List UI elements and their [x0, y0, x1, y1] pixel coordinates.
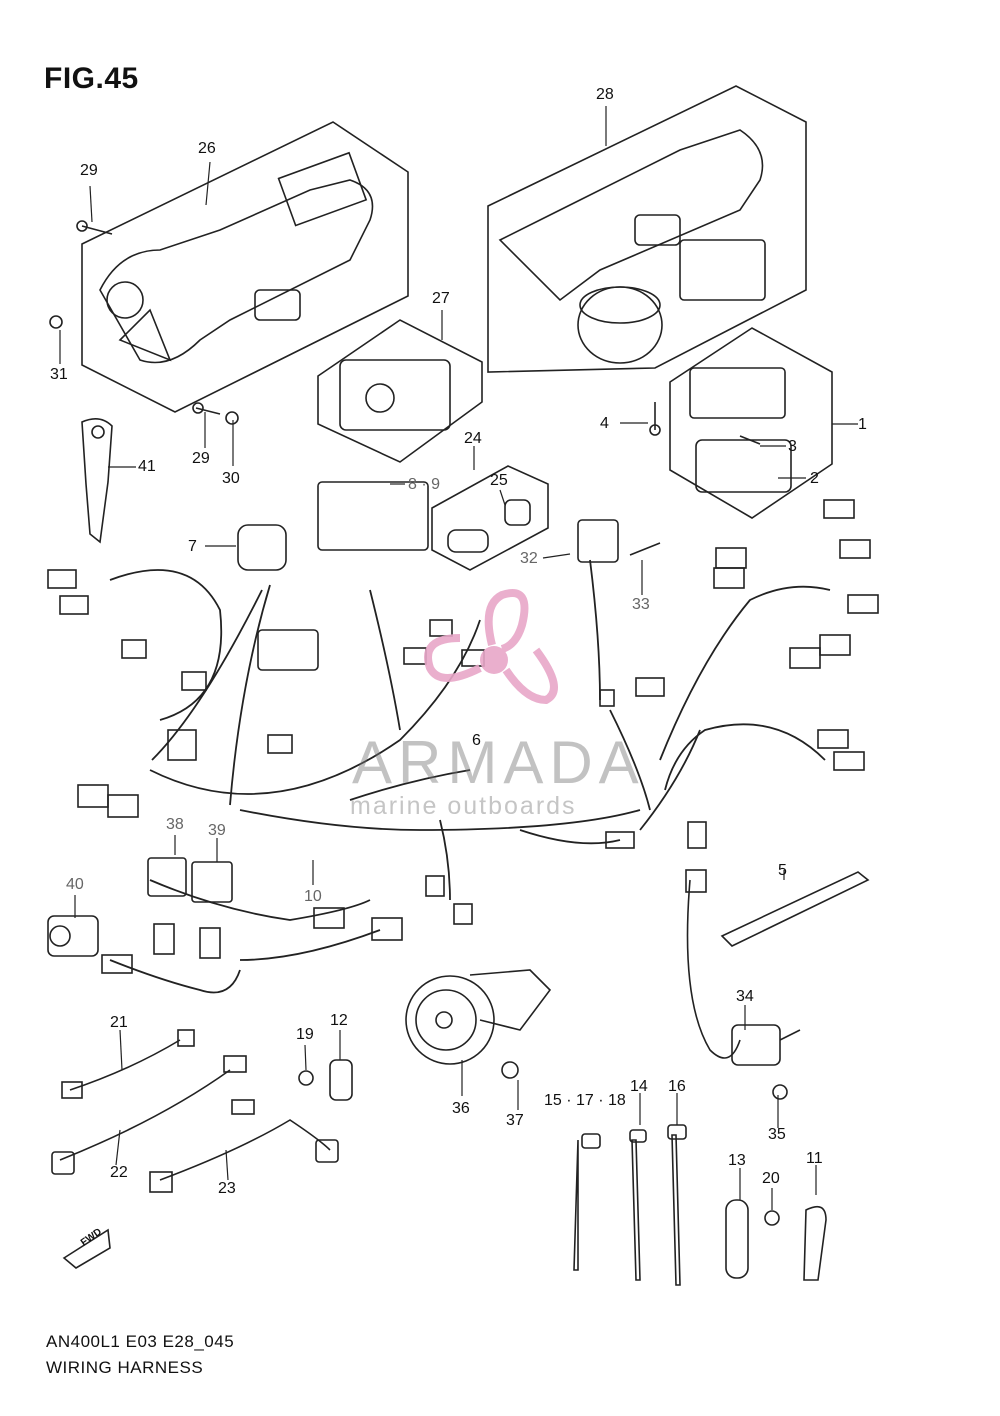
callout-31: 31 — [50, 366, 68, 383]
watermark-logo — [424, 589, 558, 705]
callout-30: 30 — [222, 470, 240, 487]
leader-lines — [59, 106, 858, 1210]
callout-28: 28 — [596, 86, 614, 103]
part-28-box — [487, 85, 807, 373]
callout-12: 12 — [330, 1012, 348, 1029]
callout-7: 7 — [188, 538, 197, 555]
callout-22: 22 — [110, 1164, 128, 1181]
callout-3: 3 — [788, 438, 797, 455]
part-24-box — [431, 465, 549, 571]
callout-19: 19 — [296, 1026, 314, 1043]
relays-and-sensor — [47, 857, 233, 957]
footer-caption: WIRING HARNESS — [46, 1358, 204, 1377]
connectors — [47, 481, 879, 974]
main-harness — [109, 559, 831, 994]
callout-16: 16 — [668, 1078, 686, 1095]
callout-40: 40 — [66, 876, 84, 893]
callout-21: 21 — [110, 1014, 128, 1031]
callout-25: 25 — [490, 472, 508, 489]
part-26-box — [81, 121, 409, 413]
horn-36 — [405, 969, 552, 1065]
switch-parts — [686, 879, 801, 1066]
pad-5 — [720, 871, 870, 947]
callout-41: 41 — [138, 458, 156, 475]
callout-23: 23 — [218, 1180, 236, 1197]
callout-13: 13 — [728, 1152, 746, 1169]
callout-6: 6 — [472, 732, 481, 749]
callout-29b: 29 — [192, 450, 210, 467]
callout-32: 32 — [520, 550, 538, 567]
callout-38: 38 — [166, 816, 184, 833]
callout-34: 34 — [736, 988, 754, 1005]
callout-10: 10 — [304, 888, 322, 905]
callout-5: 5 — [778, 862, 787, 879]
part-1-box — [669, 327, 833, 519]
ties-and-clamps — [573, 1124, 827, 1286]
callout-11: 11 — [806, 1150, 823, 1167]
watermark-brand: ARMADA — [352, 729, 645, 796]
fasteners — [49, 220, 788, 1226]
callout-2: 2 — [810, 470, 819, 487]
callout-35: 35 — [768, 1126, 786, 1143]
footer-code: AN400L1 E03 E28_045 — [46, 1332, 235, 1351]
callout-14: 14 — [630, 1078, 648, 1095]
sub-harnesses — [51, 1029, 339, 1193]
callout-27: 27 — [432, 290, 450, 307]
watermark-tagline: marine outboards — [350, 792, 577, 820]
callout-15-17-18: 15 · 17 · 18 — [544, 1092, 626, 1109]
fwd-arrow — [62, 1228, 111, 1269]
callout-24: 24 — [464, 430, 482, 447]
callout-36: 36 — [452, 1100, 470, 1117]
callout-20: 20 — [762, 1170, 780, 1187]
callout-29a: 29 — [80, 162, 98, 179]
callout-33: 33 — [632, 596, 650, 613]
callout-1: 1 — [858, 416, 867, 433]
callout-39: 39 — [208, 822, 226, 839]
callout-37: 37 — [506, 1112, 524, 1129]
callout-4: 4 — [600, 415, 609, 432]
callout-8-9: 8 · 9 — [408, 476, 441, 493]
callout-26: 26 — [198, 140, 216, 157]
figure-title: FIG.45 — [44, 62, 139, 95]
part-27-box — [317, 319, 483, 463]
key-41 — [81, 418, 113, 544]
